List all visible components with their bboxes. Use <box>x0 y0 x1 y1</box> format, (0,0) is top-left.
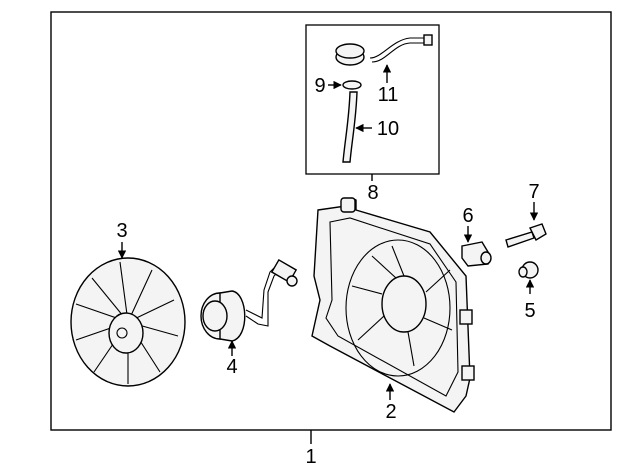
reservoir-cap-part <box>335 43 365 66</box>
assembly-frame <box>50 11 612 431</box>
fan-blade-part <box>70 257 186 387</box>
fan-motor-part <box>200 258 298 342</box>
callout-5-label: 5 <box>524 300 535 322</box>
callout-1-label: 1 <box>305 446 316 468</box>
callout-9-label: 9 <box>314 75 325 97</box>
grommet-part <box>518 261 539 279</box>
callout-8-label: 8 <box>367 182 378 204</box>
overflow-hose-part <box>369 37 428 63</box>
callout-10-label: 10 <box>377 118 399 140</box>
callout-7-label: 7 <box>528 181 539 203</box>
hose-end-part <box>423 34 433 46</box>
fan-shroud-part <box>311 197 475 413</box>
tube-part <box>342 91 358 163</box>
callout-2-label: 2 <box>385 401 396 423</box>
callout-6-label: 6 <box>462 205 473 227</box>
bolt-part <box>505 223 547 248</box>
callout-4-label: 4 <box>226 356 237 378</box>
reservoir-kit-box <box>305 24 440 175</box>
callout-3-label: 3 <box>116 220 127 242</box>
callout-11-label: 11 <box>378 84 399 106</box>
relay-bracket-part <box>461 241 492 267</box>
washer-part <box>342 80 362 90</box>
